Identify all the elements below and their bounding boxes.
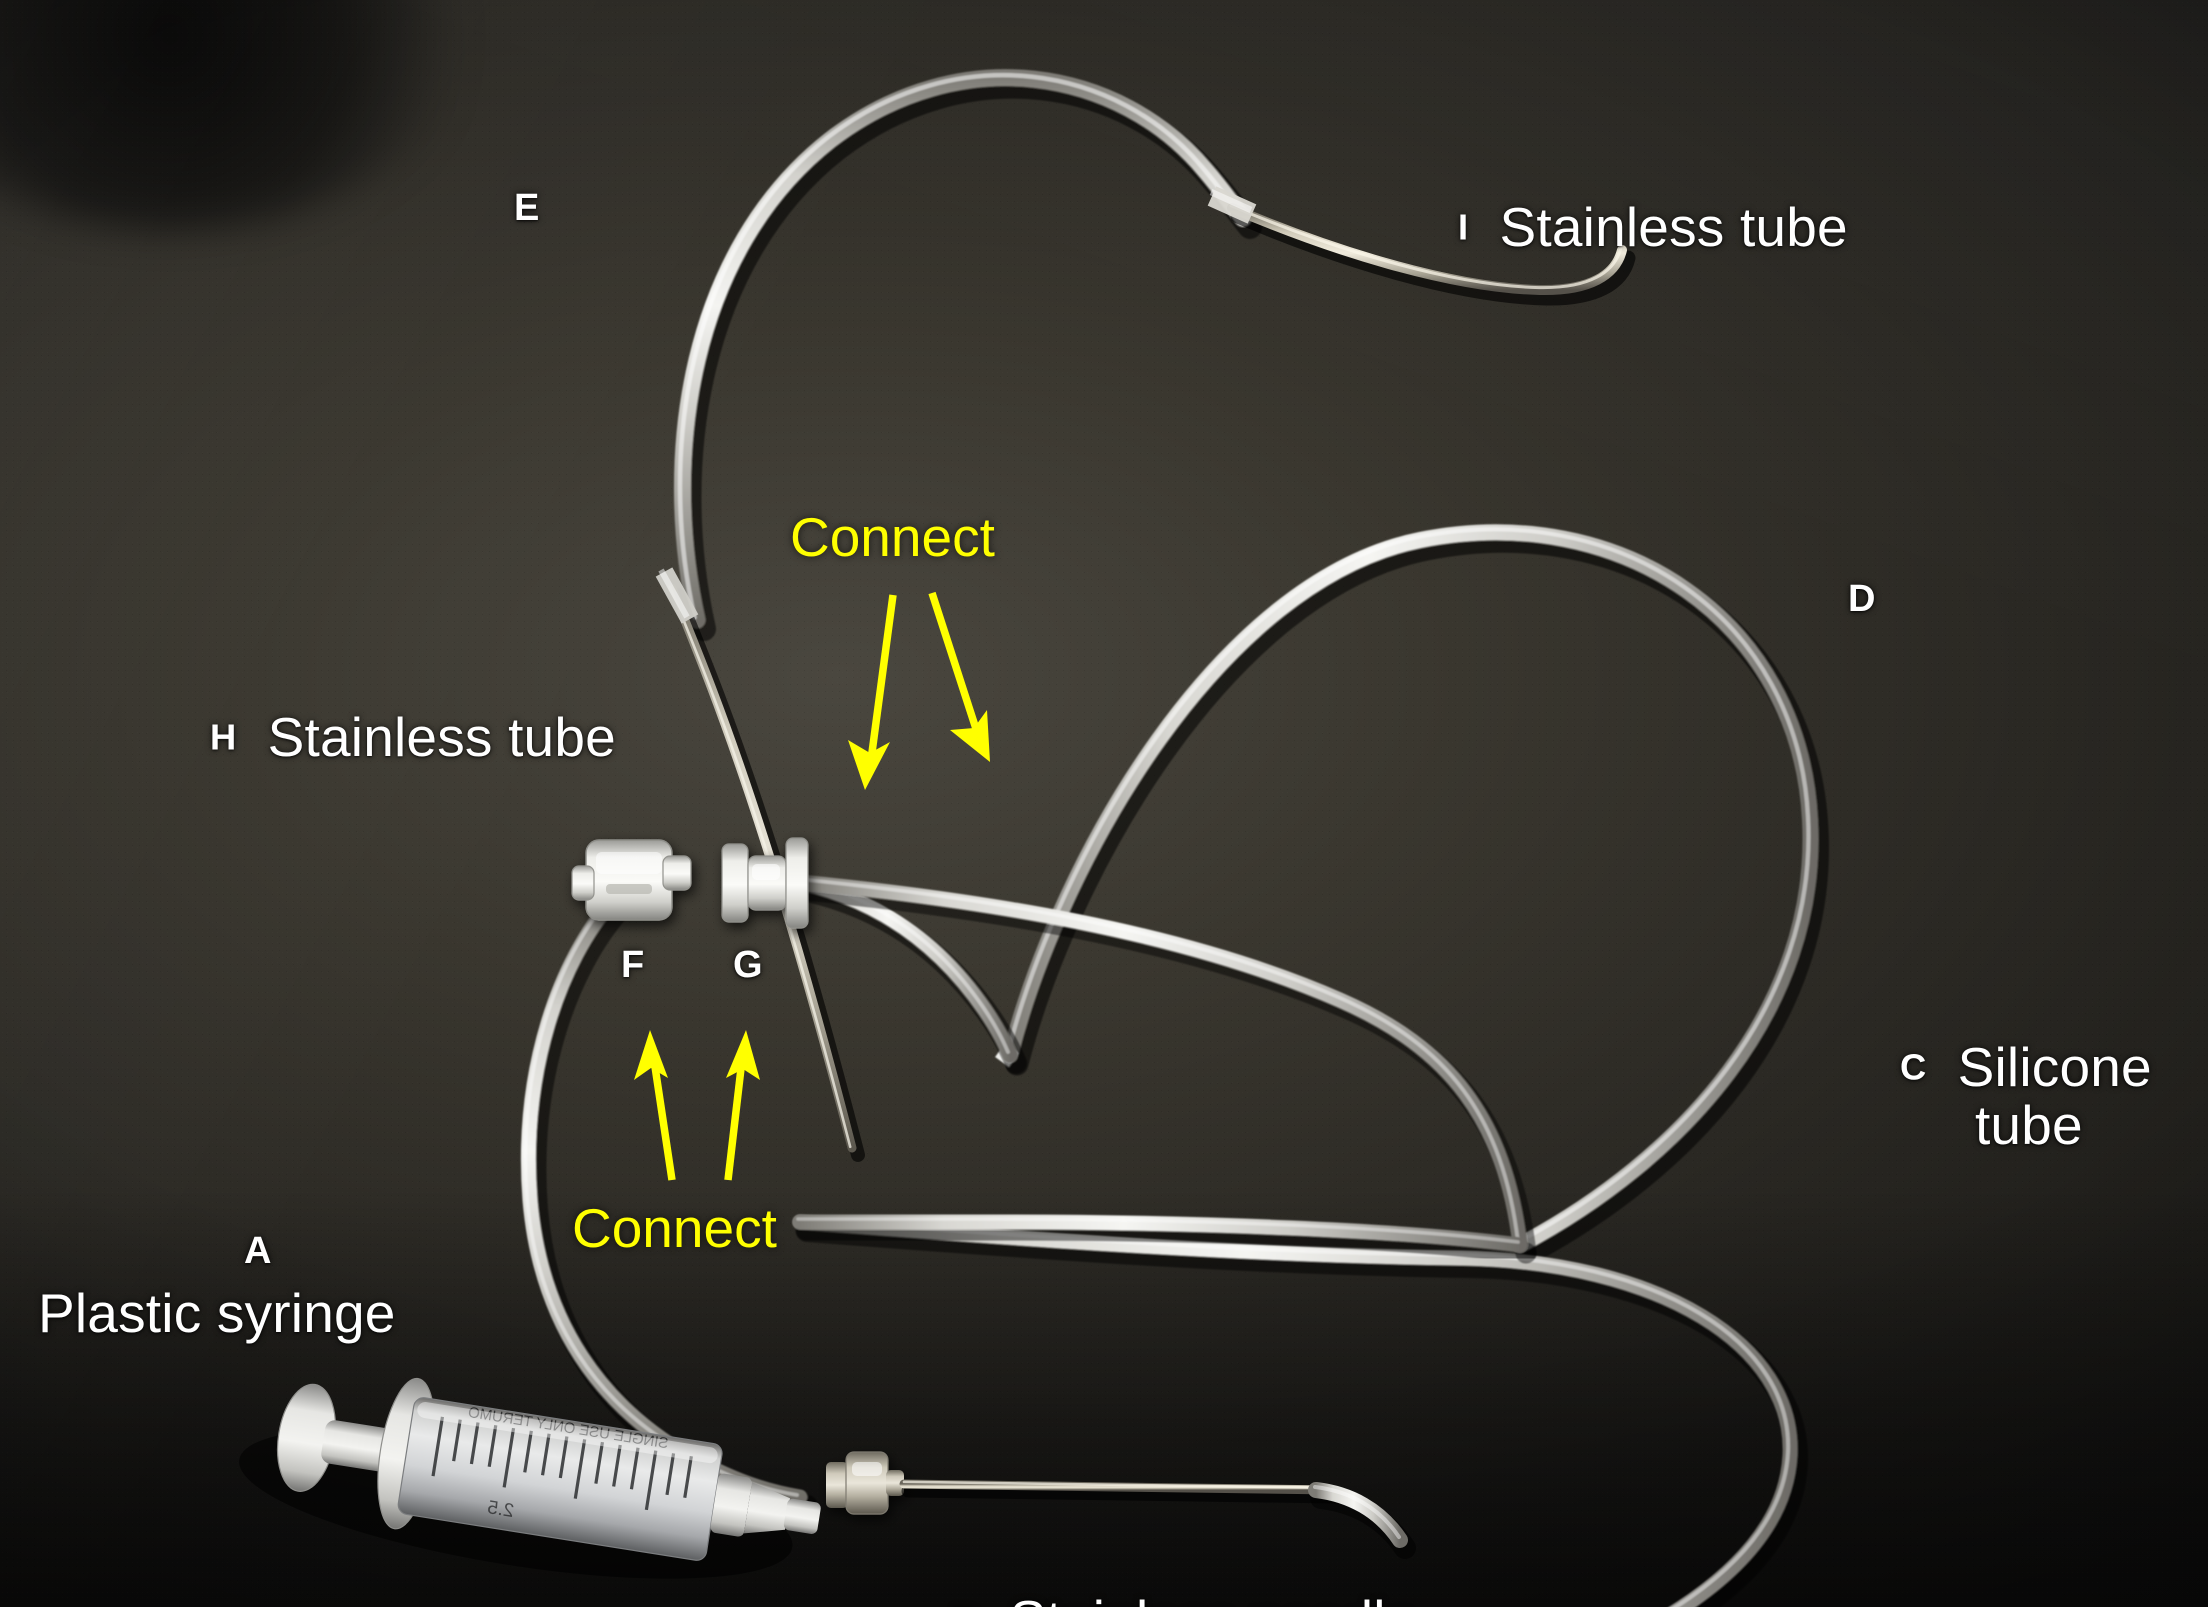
label-h-mark: H — [209, 716, 237, 758]
label-b-stainless-needle: B Stainless needle — [890, 1528, 1416, 1607]
label-e-mark: E — [514, 187, 540, 229]
label-a-plastic-syringe: Plastic syringe — [38, 1282, 396, 1344]
label-i-text: Stainless tube — [1499, 195, 1848, 258]
stainless-needle — [826, 1451, 1416, 1559]
connect-arrow-top-right — [928, 591, 990, 762]
connect-arrow-bottom-left — [634, 1030, 676, 1181]
label-i-mark: I — [1457, 206, 1469, 248]
label-c-line1: Silicone — [1957, 1035, 2152, 1098]
annotation-connect-bottom: Connect — [572, 1197, 777, 1259]
label-f-mark: F — [621, 944, 645, 986]
luer-connector-g — [721, 837, 809, 929]
silicone-tube-segment-e — [673, 69, 1262, 641]
plastic-syringe: SINGLE USE ONLY TERUMO 2.5 — [239, 1377, 821, 1579]
connect-arrow-bottom-right — [724, 1030, 760, 1181]
luer-connector-f — [571, 839, 692, 921]
silicone-tube-segment-c — [792, 1214, 1809, 1607]
connect-arrows-top — [848, 591, 990, 790]
label-d-mark: D — [1848, 578, 1876, 620]
silicone-tube-midrun — [792, 874, 1537, 1264]
stainless-tube-i — [1207, 186, 1636, 306]
label-a-mark: A — [244, 1230, 272, 1272]
label-c-silicone-tube: C Silicone — [1838, 975, 2152, 1160]
label-g-mark: G — [733, 944, 763, 986]
label-b-mark: B — [952, 1599, 979, 1607]
syringe-scale-text: 2.5 — [486, 1497, 515, 1522]
silicone-tube-lowerleft-loop — [792, 1214, 1537, 1264]
connect-arrow-top-left — [848, 594, 897, 790]
label-h-stainless-tube: H Stainless tube — [148, 645, 616, 830]
label-i-stainless-tube: I Stainless tube — [1396, 135, 1848, 320]
label-b-text: Stainless needle — [1010, 1589, 1417, 1607]
stainless-tube-h — [655, 567, 865, 1162]
label-c-line2: tube — [1974, 1093, 2083, 1156]
label-c-silicone-tube-line2: tube — [1913, 1033, 2083, 1218]
label-c-mark: C — [1899, 1046, 1927, 1088]
silicone-tube-segment-d — [995, 524, 1829, 1266]
connect-arrows-bottom — [634, 1030, 760, 1181]
label-h-text: Stainless tube — [267, 705, 616, 768]
annotation-connect-top: Connect — [790, 506, 995, 568]
